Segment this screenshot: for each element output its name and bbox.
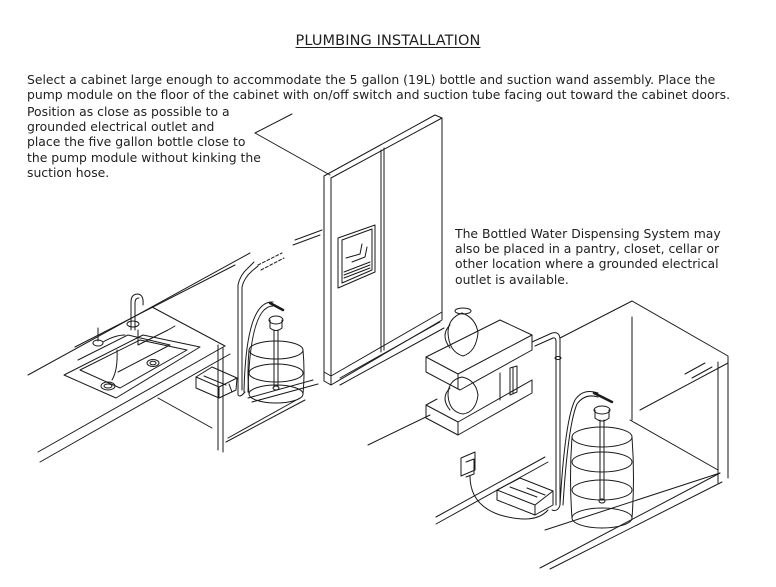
text-line: outlet is available. (455, 271, 569, 287)
instructions-paragraph-2: Position as close as possible to a groun… (27, 104, 277, 180)
text-line: also be placed in a pantry, closet, cell… (455, 241, 720, 257)
text-line: other location where a grounded electric… (455, 256, 719, 272)
pump-module-left (196, 367, 237, 398)
water-bottle-left (244, 302, 318, 403)
text-line: The Bottled Water Dispensing System may (455, 226, 721, 241)
sink-counter-illustration (28, 253, 305, 462)
instructions-paragraph-1: Select a cabinet large enough to accommo… (27, 72, 747, 102)
text-line: place the five gallon bottle close to (27, 134, 246, 150)
text-line: the pump module without kinking the (27, 149, 261, 165)
water-bottle-right (532, 333, 634, 528)
electrical-outlet (461, 452, 548, 519)
text-line: grounded electrical outlet and (27, 119, 215, 135)
pantry-counter-illustration (340, 301, 728, 569)
page-title-text: PLUMBING INSTALLATION (295, 33, 481, 49)
text-line: pump module on the floor of the cabinet … (27, 87, 731, 102)
instructions-paragraph-3: The Bottled Water Dispensing System may … (455, 226, 735, 287)
coffee-brewer (426, 308, 532, 435)
text-line: suction hose. (27, 164, 110, 180)
page-title: PLUMBING INSTALLATION (0, 33, 776, 49)
text-line: Position as close as possible to a (27, 104, 230, 119)
pump-module-right (497, 478, 553, 515)
refrigerator (255, 114, 442, 385)
text-line: Select a cabinet large enough to accommo… (27, 72, 716, 87)
